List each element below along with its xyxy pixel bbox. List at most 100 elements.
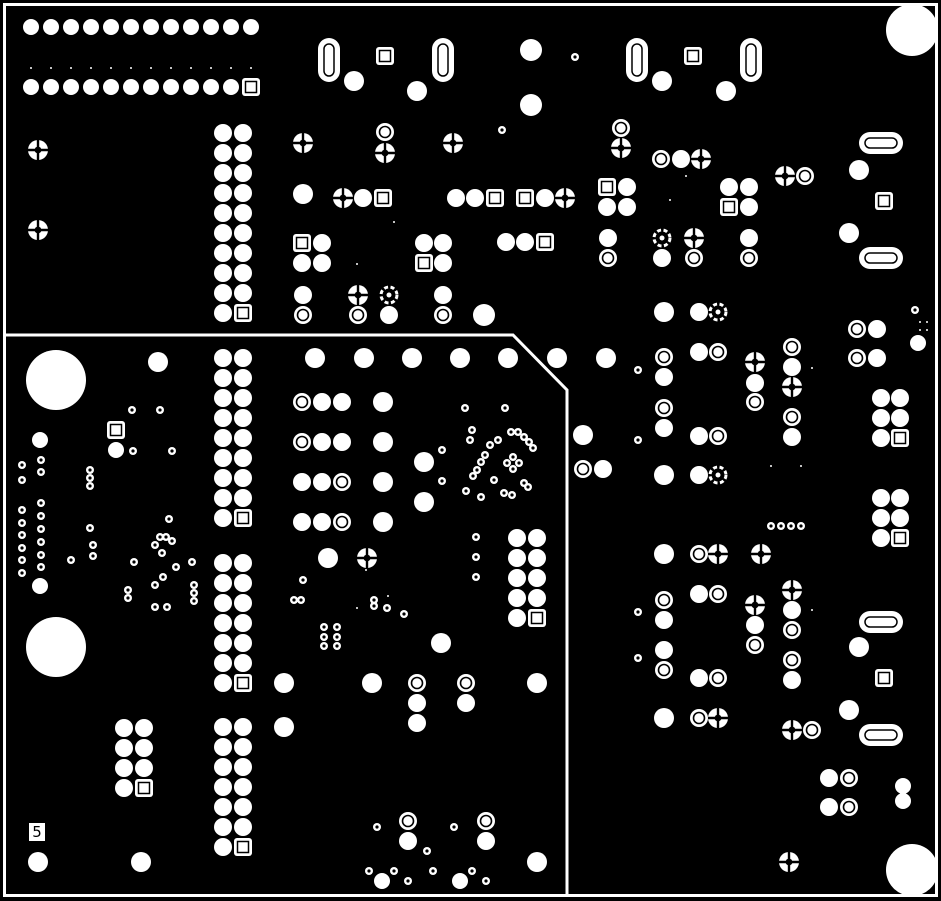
via — [505, 461, 509, 465]
ring-pad — [661, 597, 667, 603]
round-pad — [214, 594, 232, 612]
ring-pad — [854, 326, 860, 332]
round-pad — [63, 79, 79, 95]
square-pad — [492, 195, 498, 201]
round-pad — [234, 818, 252, 836]
round-pad — [203, 19, 219, 35]
round-pad — [214, 224, 232, 242]
round-pad — [214, 449, 232, 467]
round-pad — [214, 489, 232, 507]
round-pad — [746, 374, 764, 392]
via — [474, 535, 478, 539]
via — [440, 479, 444, 483]
round-pad — [653, 249, 671, 267]
round-pad — [872, 489, 890, 507]
round-pad — [872, 389, 890, 407]
round-pad — [477, 832, 495, 850]
square-pad — [376, 191, 390, 205]
via — [192, 591, 196, 595]
ring-pad — [618, 125, 624, 131]
round-pad — [654, 708, 674, 728]
round-pad — [716, 81, 736, 101]
round-pad — [214, 614, 232, 632]
round-pad — [820, 769, 838, 787]
ring-pad — [785, 653, 799, 667]
round-pad — [294, 286, 312, 304]
round-pad — [868, 349, 886, 367]
round-pad — [690, 303, 708, 321]
test-dot — [30, 67, 32, 69]
round-pad — [26, 617, 86, 677]
ring-pad — [742, 251, 756, 265]
ring-pad — [605, 255, 611, 261]
square-pad — [538, 235, 552, 249]
round-pad — [234, 718, 252, 736]
round-pad — [783, 428, 801, 446]
via — [636, 438, 640, 442]
via — [500, 128, 504, 132]
via — [39, 553, 43, 557]
round-pad — [234, 349, 252, 367]
ring-pad — [696, 551, 702, 557]
round-pad — [234, 634, 252, 652]
round-pad — [895, 793, 911, 809]
round-pad — [431, 633, 451, 653]
ring-pad — [789, 344, 795, 350]
plane-split-line — [4, 333, 569, 896]
via — [471, 474, 475, 478]
round-pad — [498, 348, 518, 368]
round-pad — [849, 637, 869, 657]
via — [509, 430, 513, 434]
test-dot — [150, 67, 152, 69]
via — [292, 598, 296, 602]
round-pad — [783, 358, 801, 376]
test-dot — [393, 221, 395, 223]
via — [463, 406, 467, 410]
round-pad — [214, 718, 232, 736]
round-pad — [63, 19, 79, 35]
via — [170, 539, 174, 543]
round-pad — [234, 654, 252, 672]
via — [503, 406, 507, 410]
round-pad — [214, 574, 232, 592]
round-pad — [466, 189, 484, 207]
round-pad — [408, 694, 426, 712]
round-pad — [313, 234, 331, 252]
round-pad — [234, 614, 252, 632]
test-dot — [70, 67, 72, 69]
round-pad — [891, 389, 909, 407]
via — [322, 625, 326, 629]
test-dot — [800, 465, 802, 467]
test-dot — [50, 67, 52, 69]
round-pad — [886, 844, 938, 896]
square-pad — [877, 671, 891, 685]
round-pad — [115, 779, 133, 797]
round-pad — [654, 544, 674, 564]
via — [20, 558, 24, 562]
via — [479, 495, 483, 499]
square-pad — [686, 49, 700, 63]
round-pad — [783, 671, 801, 689]
via — [468, 438, 472, 442]
round-pad — [690, 466, 708, 484]
square-pad — [248, 84, 254, 90]
round-pad — [214, 758, 232, 776]
via — [190, 560, 194, 564]
round-pad — [528, 529, 546, 547]
via — [39, 501, 43, 505]
round-pad — [450, 348, 470, 368]
square-pad — [722, 200, 736, 214]
dashed-pad — [708, 465, 728, 485]
round-pad — [520, 94, 542, 116]
round-pad — [28, 852, 48, 872]
round-pad — [508, 609, 526, 627]
square-pad — [378, 49, 392, 63]
ring-pad — [601, 251, 615, 265]
via — [20, 478, 24, 482]
via — [502, 491, 506, 495]
ring-pad — [692, 711, 706, 725]
round-pad — [508, 529, 526, 547]
round-pad — [115, 759, 133, 777]
round-pad — [849, 160, 869, 180]
round-pad — [293, 473, 311, 491]
